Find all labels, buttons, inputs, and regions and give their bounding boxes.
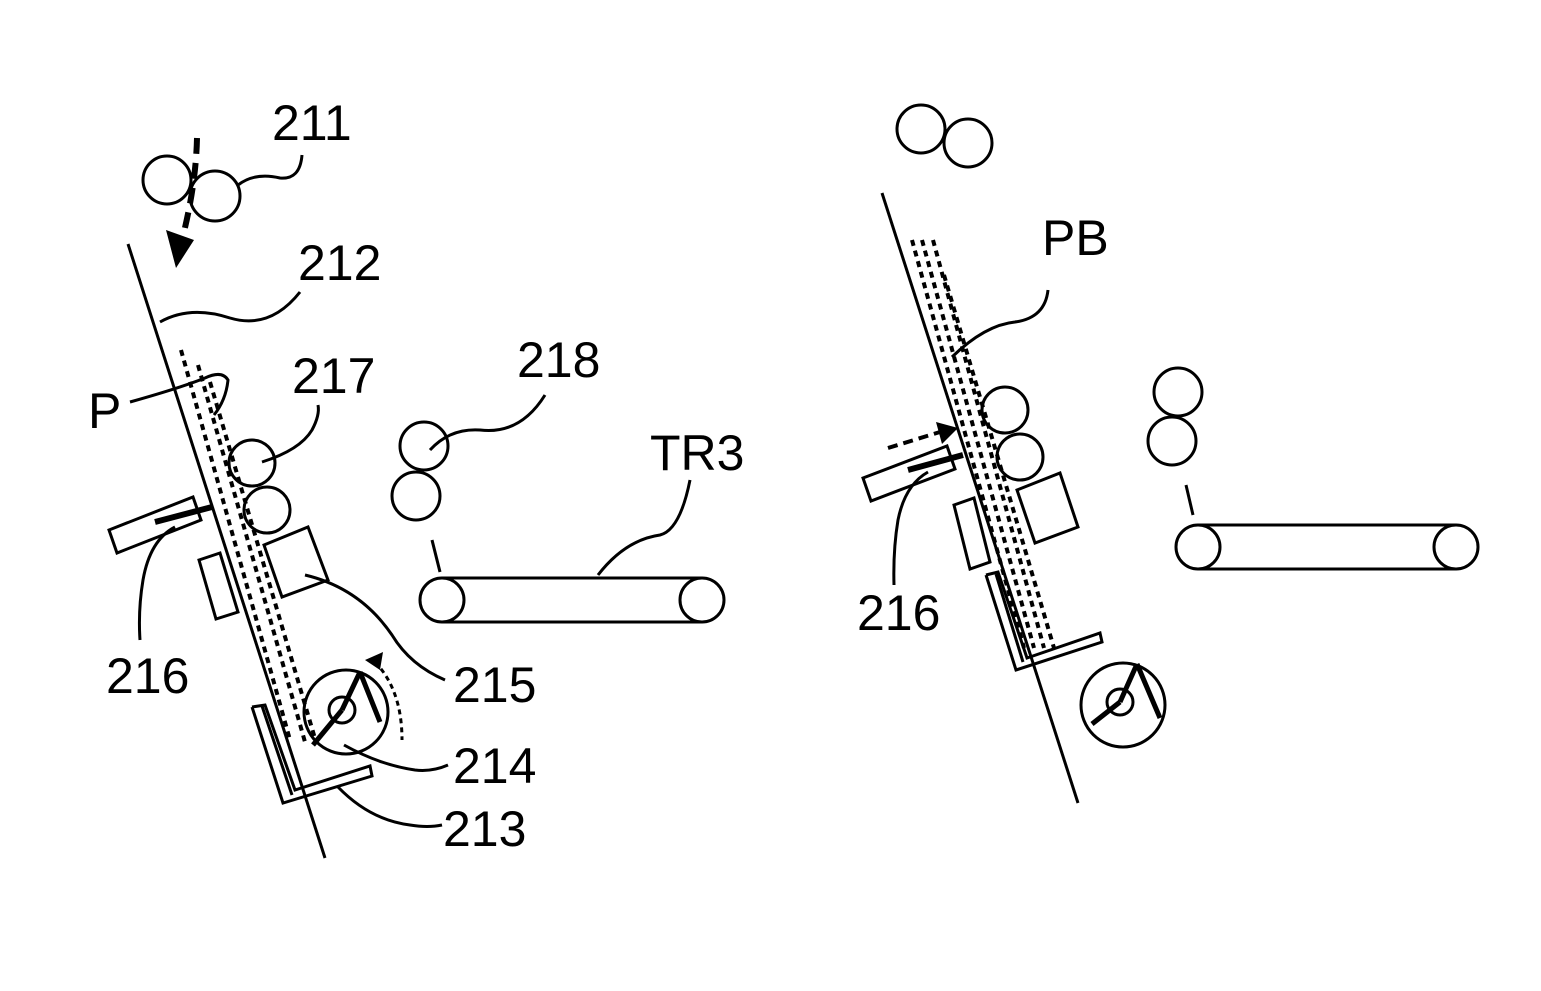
roller-218-b bbox=[392, 472, 440, 520]
bundle-dots-4 bbox=[944, 275, 1054, 648]
feed-arrowhead bbox=[166, 230, 194, 268]
roller-211-b bbox=[190, 171, 240, 221]
label-216: 216 bbox=[106, 648, 189, 704]
label-217: 217 bbox=[292, 348, 375, 404]
label-PB: PB bbox=[1042, 210, 1109, 266]
tr3-roller-left bbox=[420, 578, 464, 622]
roller-right-a bbox=[982, 387, 1028, 433]
push-arrow bbox=[888, 432, 940, 448]
label-216-right: 216 bbox=[857, 585, 940, 641]
left-panel: 211 212 P 217 218 TR3 216 215 214 213 bbox=[88, 95, 744, 858]
label-212: 212 bbox=[298, 235, 381, 291]
rotation-arrow bbox=[375, 662, 402, 740]
label-TR3: TR3 bbox=[650, 425, 744, 481]
roller-217-a bbox=[229, 440, 275, 486]
component-215-right bbox=[1017, 473, 1078, 543]
label-P: P bbox=[88, 383, 121, 439]
tr3-roller-right bbox=[680, 578, 724, 622]
push-arrowhead bbox=[936, 422, 958, 444]
leader-214 bbox=[344, 745, 448, 770]
tray-right bbox=[986, 572, 1102, 670]
roller-right-218-a bbox=[1154, 368, 1202, 416]
leader-213 bbox=[338, 787, 442, 827]
leader-217 bbox=[262, 405, 318, 462]
conveyor-right-roller-left bbox=[1176, 525, 1220, 569]
conveyor-right-roller-right bbox=[1434, 525, 1478, 569]
roller-right-b bbox=[997, 434, 1043, 480]
label-218: 218 bbox=[517, 332, 600, 388]
leader-212 bbox=[160, 292, 300, 322]
roller-211-a bbox=[143, 156, 191, 204]
feed-arrow bbox=[182, 138, 197, 240]
roller-217-b bbox=[244, 487, 290, 533]
leader-216 bbox=[139, 527, 175, 640]
rotor-214-arm-3 bbox=[313, 710, 342, 745]
roller-upper-b bbox=[944, 119, 992, 167]
leader-TR3 bbox=[598, 480, 690, 575]
component-215 bbox=[264, 527, 328, 597]
label-215: 215 bbox=[453, 657, 536, 713]
label-211: 211 bbox=[272, 95, 352, 151]
roller-218-stem bbox=[432, 540, 440, 572]
leader-PB bbox=[952, 290, 1048, 357]
roller-218-a bbox=[400, 422, 448, 470]
roller-right-218-stem bbox=[1186, 485, 1193, 515]
rotor-214-arm-2 bbox=[360, 672, 380, 722]
side-block bbox=[199, 553, 238, 619]
rotation-arrowhead bbox=[365, 652, 383, 670]
rotor-214-arm-1 bbox=[342, 672, 360, 710]
roller-upper-a bbox=[897, 105, 945, 153]
rotor-right-arm-1 bbox=[1120, 664, 1137, 702]
leader-211 bbox=[238, 155, 302, 185]
label-214: 214 bbox=[453, 738, 536, 794]
label-213: 213 bbox=[443, 801, 526, 857]
roller-right-218-b bbox=[1148, 417, 1196, 465]
right-panel: PB 216 bbox=[857, 105, 1478, 803]
